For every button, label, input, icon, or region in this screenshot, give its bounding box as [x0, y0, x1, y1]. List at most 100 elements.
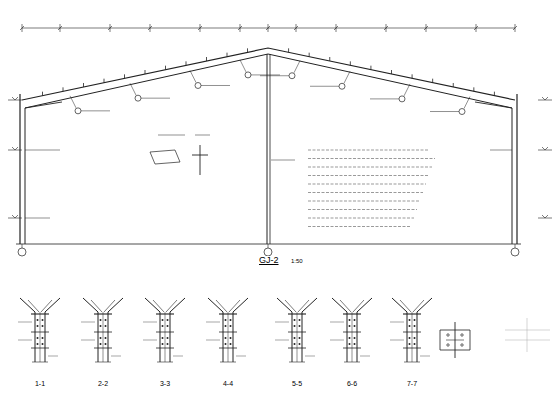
drawing-stroke	[330, 322, 344, 323]
drawing-stroke	[25, 54, 512, 108]
drawing-stroke	[302, 312, 303, 362]
drawing-stroke	[18, 322, 32, 323]
drawing-stroke	[297, 312, 298, 362]
drawing-stroke	[200, 145, 201, 175]
drawing-stroke	[32, 362, 48, 363]
drawing-stroke	[230, 337, 232, 339]
drawing-stroke	[357, 312, 358, 362]
drawing-stroke	[294, 61, 300, 73]
drawing-stroke	[37, 325, 39, 327]
drawing-stroke	[424, 26, 428, 30]
drawing-stroke	[308, 226, 411, 227]
drawing-stroke	[275, 340, 289, 341]
drawing-stroke	[192, 155, 208, 156]
drawing-stroke	[542, 215, 548, 218]
drawing-stroke	[347, 312, 348, 362]
drawing-stroke	[167, 337, 169, 339]
drawing-stroke	[420, 356, 430, 357]
drawing-stroke	[417, 312, 418, 362]
drawing-stroke	[285, 300, 296, 312]
drawing-stroke	[292, 312, 293, 362]
drawing-stroke	[354, 319, 356, 321]
drawing-stroke	[83, 83, 84, 87]
drawing-stroke	[31, 313, 49, 314]
drawing-stroke	[206, 340, 220, 341]
drawing-stroke	[413, 300, 424, 312]
drawing-stroke	[104, 300, 115, 312]
drawing-stroke	[294, 325, 296, 327]
drawing-stroke	[354, 343, 356, 345]
drawing-stroke	[166, 300, 177, 312]
drawing-stroke	[275, 322, 289, 323]
drawing-stroke	[505, 330, 550, 331]
drawing-stroke	[308, 183, 426, 184]
drawing-stroke	[354, 325, 356, 327]
drawing-stroke	[195, 135, 210, 136]
drawing-stroke	[145, 70, 146, 74]
drawing-stroke	[148, 26, 152, 30]
drawing-stroke	[409, 319, 411, 321]
drawing-stroke	[105, 337, 107, 339]
drawing-stroke	[475, 102, 512, 108]
drawing-stroke	[299, 319, 301, 321]
drawing-stroke	[414, 337, 416, 339]
drawing-stroke	[343, 313, 361, 314]
drawing-stroke	[45, 312, 46, 362]
drawing-stroke	[25, 108, 26, 244]
drawing-stroke	[294, 26, 298, 30]
drawing-stroke	[264, 248, 272, 256]
drawing-stroke	[288, 348, 306, 349]
drawing-stroke	[404, 84, 410, 96]
drawing-stroke	[94, 313, 112, 314]
section-label: 4-4	[222, 380, 234, 387]
drawing-stroke	[542, 97, 548, 100]
drawing-stroke	[190, 70, 196, 82]
drawing-stroke	[230, 343, 232, 345]
drawing-stroke	[41, 300, 52, 312]
drawing-stroke	[223, 312, 224, 362]
drawing-stroke	[294, 337, 296, 339]
drawing-stroke	[63, 87, 64, 91]
drawing-stroke	[48, 356, 58, 357]
drawing-stroke	[403, 313, 421, 314]
drawing-stroke	[309, 53, 310, 57]
drawing-stroke	[340, 300, 351, 312]
drawing-stroke	[216, 300, 227, 312]
drawing-stroke	[18, 248, 26, 256]
drawing-stroke	[162, 337, 164, 339]
drawing-stroke	[173, 356, 183, 357]
drawing-stroke	[105, 319, 107, 321]
drawing-stroke	[403, 332, 421, 333]
drawing-stroke	[353, 300, 364, 312]
drawing-stroke	[105, 343, 107, 345]
drawing-stroke	[299, 337, 301, 339]
drawing-stroke	[390, 322, 404, 323]
drawing-stroke	[349, 337, 351, 339]
drawing-stroke	[108, 26, 112, 30]
drawing-stroke	[247, 48, 248, 52]
drawing-stroke	[42, 343, 44, 345]
drawing-stroke	[391, 70, 392, 74]
section-label: 3-3	[159, 380, 171, 387]
drawing-stroke	[25, 102, 62, 108]
drawing-stroke	[100, 343, 102, 345]
drawing-stroke	[108, 312, 109, 362]
drawing-stroke	[35, 312, 36, 362]
drawing-stroke	[515, 244, 516, 248]
drawing-stroke	[512, 108, 513, 244]
drawing-stroke	[219, 332, 237, 333]
drawing-stroke	[308, 209, 417, 210]
drawing-stroke	[135, 95, 141, 101]
drawing-stroke	[198, 26, 202, 30]
drawing-stroke	[143, 322, 157, 323]
drawing-stroke	[409, 343, 411, 345]
drawing-stroke	[414, 319, 416, 321]
drawing-stroke	[141, 98, 170, 99]
drawing-stroke	[542, 147, 548, 150]
drawing-stroke	[490, 150, 512, 151]
drawing-stroke	[25, 218, 50, 219]
drawing-stroke	[400, 300, 411, 312]
drawing-stroke	[42, 319, 44, 321]
drawing-stroke	[19, 94, 20, 244]
drawing-stroke	[409, 337, 411, 339]
